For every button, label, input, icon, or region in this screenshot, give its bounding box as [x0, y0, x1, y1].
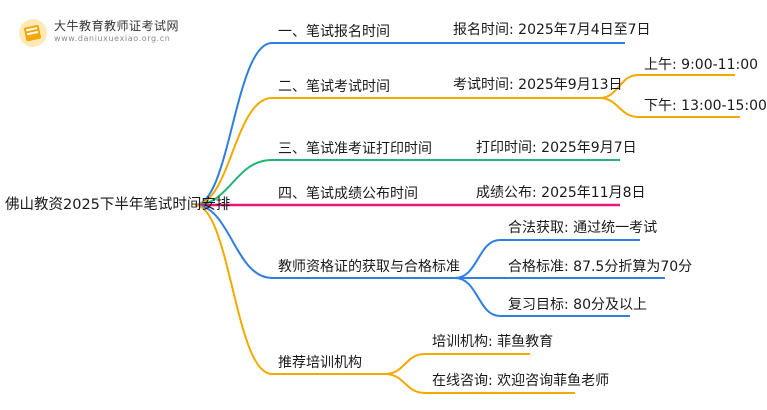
leaf-5-2: 合格标准: 87.5分折算为70分 [508, 259, 693, 275]
watermark-url: www.daniuxuexiao.org.cn [54, 34, 171, 43]
leaf-2-1: 考试时间: 2025年9月13日 [453, 77, 623, 93]
wire-leaf-5-1 [454, 239, 640, 279]
wire-leaf-6-2 [384, 373, 575, 394]
branch-6-label: 推荐培训机构 [278, 355, 362, 371]
wire-branch-1 [194, 42, 440, 206]
wire-sub-2-1 [599, 74, 735, 99]
leaf-5-1: 合法获取: 通过统一考试 [508, 220, 658, 236]
leaf-5-3: 复习目标: 80分及以上 [508, 297, 647, 313]
book-logo-icon [19, 19, 47, 47]
root-topic: 佛山教资2025下半年笔试时间安排 [5, 197, 231, 213]
wire-branch-6 [194, 204, 385, 375]
wire-leaf-6-1 [384, 353, 530, 375]
branch-3-label: 三、笔试准考证打印时间 [278, 141, 432, 157]
wire-branch-5 [194, 204, 455, 279]
leaf-1-1: 报名时间: 2025年7月4日至7日 [453, 22, 651, 38]
wire-branch-2 [194, 97, 440, 206]
leaf-4-1: 成绩公布: 2025年11月8日 [476, 185, 646, 201]
branch-5-label: 教师资格证的获取与合格标准 [278, 259, 460, 275]
connector-lines [194, 42, 740, 394]
leaf-6-2: 在线咨询: 欢迎咨询菲鱼老师 [432, 373, 610, 389]
branch-1-label: 一、笔试报名时间 [278, 24, 390, 40]
leaf-6-1: 培训机构: 菲鱼教育 [432, 334, 554, 350]
leaf-2-sub-1: 上午: 9:00-11:00 [644, 57, 759, 73]
leaf-2-sub-2: 下午: 13:00-15:00 [644, 98, 767, 114]
branch-2-label: 二、笔试考试时间 [278, 79, 390, 95]
wire-leaf-5-3 [454, 277, 630, 317]
watermark-title: 大牛教育教师证考试网 [54, 19, 180, 33]
leaf-3-1: 打印时间: 2025年9月7日 [476, 140, 637, 156]
wire-sub-2-2 [599, 97, 740, 118]
branch-4-label: 四、笔试成绩公布时间 [278, 186, 418, 202]
mind-map: 大牛教育教师证考试网 www.daniuxuexiao.org.cn 佛山教资2… [5, 19, 767, 394]
wire-branch-3 [194, 159, 460, 206]
